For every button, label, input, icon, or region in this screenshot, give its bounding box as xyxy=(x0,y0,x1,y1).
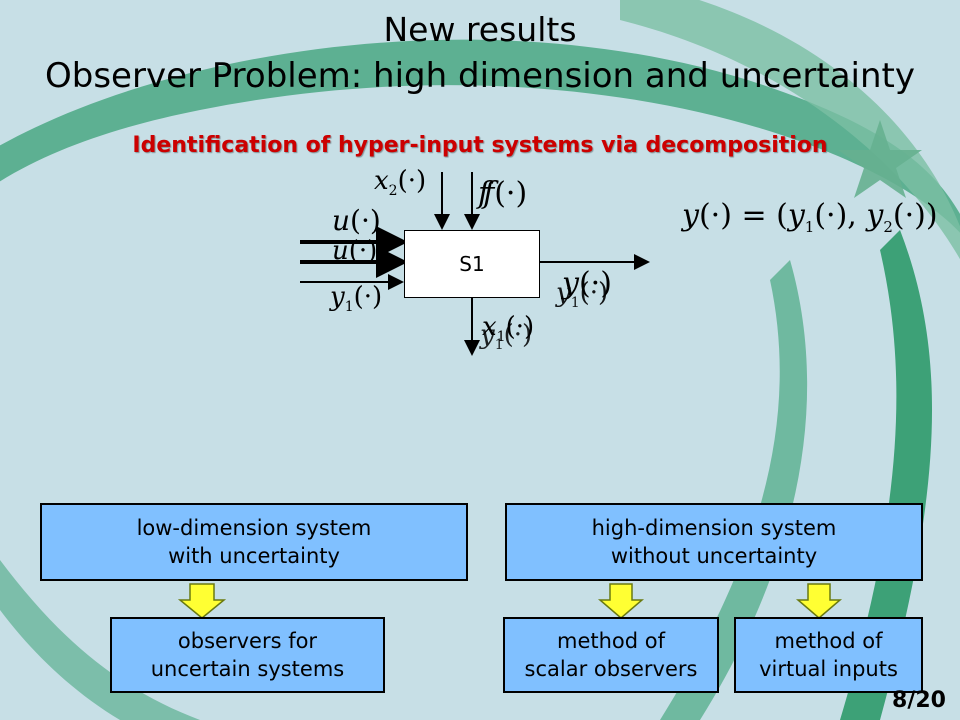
down-arrow-icon xyxy=(795,583,843,619)
label-x1-output: x1(·) xyxy=(482,312,535,346)
low-dimension-box: low-dimension system with uncertainty xyxy=(40,503,468,581)
low-dimension-line2: with uncertainty xyxy=(168,544,340,568)
observers-uncertain-line1: observers for xyxy=(177,629,318,653)
scalar-observers-box: method of scalar observers xyxy=(503,617,719,693)
right-inner-swoosh xyxy=(660,260,808,720)
output-equation: y(·) = (y1(·), y2(·)) xyxy=(682,198,938,236)
scalar-observers-line1: method of xyxy=(556,629,665,653)
label-u: u(·) xyxy=(332,204,381,237)
slide-subtitle: Identification of hyper-input systems vi… xyxy=(132,133,828,158)
label-u-duplicate: u(·) xyxy=(332,236,378,266)
scalar-observers-line2: scalar observers xyxy=(524,657,698,681)
bottom-left-swoosh xyxy=(0,560,200,720)
low-dimension-line1: low-dimension system xyxy=(136,516,372,540)
virtual-inputs-line1: method of xyxy=(774,629,883,653)
slide-title-line1: New results xyxy=(383,10,577,49)
slide-title-line2: Observer Problem: high dimension and unc… xyxy=(45,56,915,96)
top-right-swoosh xyxy=(620,0,960,260)
virtual-inputs-box: method of virtual inputs xyxy=(734,617,923,693)
label-x1-output-overlay: y1(·) xyxy=(480,320,533,354)
label-y-output: y(·) xyxy=(562,266,612,301)
top-swoosh xyxy=(0,39,960,233)
label-y1-output-overlay: y1(·) xyxy=(556,278,609,312)
label-x2: x2(·) xyxy=(374,166,427,200)
star-icon xyxy=(838,120,922,198)
observers-uncertain-line2: uncertain systems xyxy=(150,657,345,681)
s1-block-label: S1 xyxy=(459,252,485,276)
high-dimension-line2: without uncertainty xyxy=(610,544,818,568)
observers-uncertain-box: observers for uncertain systems xyxy=(110,617,385,693)
high-dimension-line1: high-dimension system xyxy=(591,516,837,540)
right-swoosh xyxy=(840,230,933,720)
high-dimension-box: high-dimension system without uncertaint… xyxy=(505,503,923,581)
s1-block: S1 xyxy=(404,230,540,298)
label-y1-input: y1(·) xyxy=(330,282,383,316)
label-f: ff(·) xyxy=(478,176,528,211)
down-arrow-icon xyxy=(177,583,227,619)
down-arrow-icon xyxy=(597,583,645,619)
page-number: 8/20 xyxy=(892,688,946,713)
virtual-inputs-line2: virtual inputs xyxy=(759,657,898,681)
